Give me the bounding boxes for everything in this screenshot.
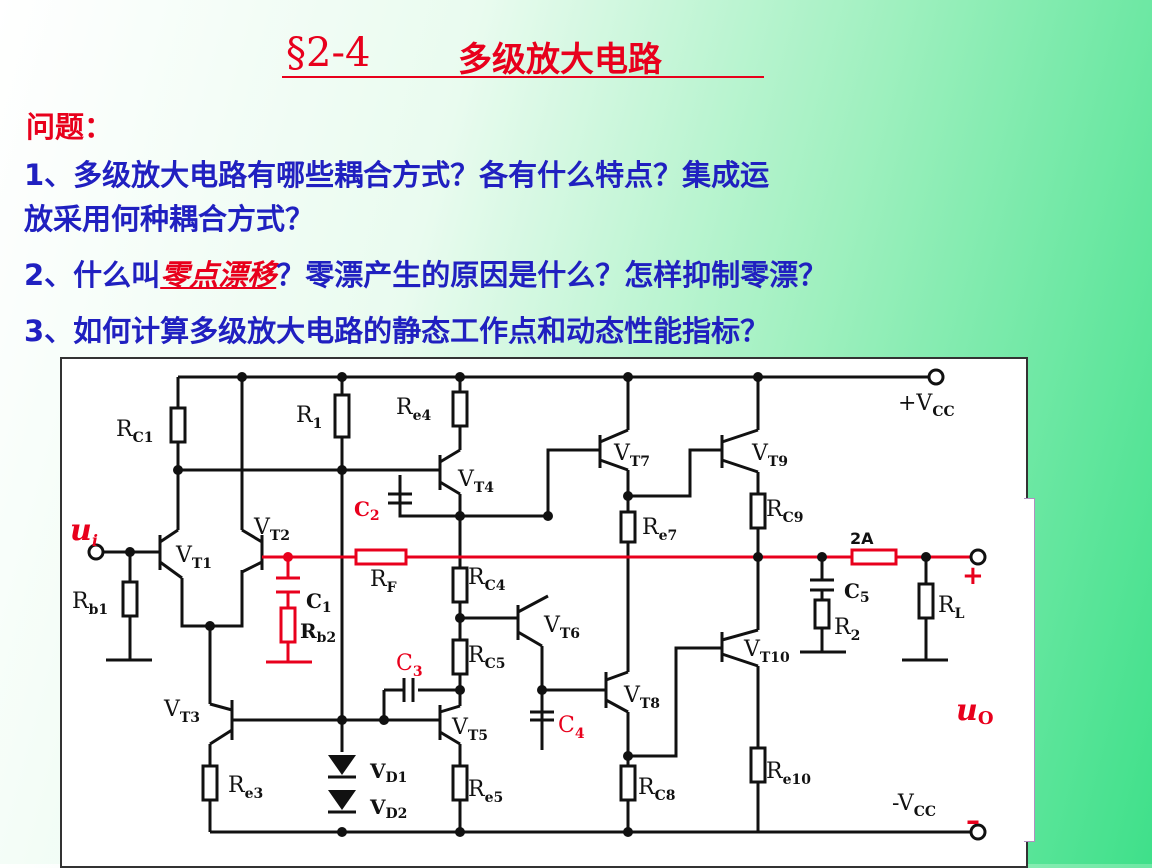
resistors	[121, 390, 935, 802]
c3-label: C3	[396, 651, 423, 680]
vt4-label: VT4	[457, 467, 494, 496]
rb2-label: Rb2	[300, 619, 336, 646]
circuit-panel	[60, 357, 1028, 868]
question-2: 2、什么叫零点漂移？零漂产生的原因是什么？怎样抑制零漂？	[24, 252, 827, 294]
re3-label: Re3	[228, 773, 263, 802]
zero-drift-term: 零点漂移	[160, 258, 277, 292]
questions-label: 问题：	[26, 110, 114, 144]
diodes	[328, 755, 356, 814]
rc8-label: RC8	[638, 775, 675, 804]
vcc-neg-label: -VCC	[892, 791, 936, 820]
wires	[106, 375, 948, 834]
side-panel	[1024, 498, 1035, 842]
output-label: uO	[956, 693, 994, 729]
vt2-label: VT2	[253, 515, 290, 544]
vcc-pos-label: +VCC	[898, 391, 955, 420]
vd1-label: VD1	[369, 759, 407, 786]
minus-sign: –	[966, 804, 980, 837]
vt7-label: VT7	[613, 441, 650, 470]
vt6-label: VT6	[543, 613, 580, 642]
question-1-line-1: 1、多级放大电路有哪些耦合方式？各有什么特点？集成运	[24, 158, 770, 192]
rf-label: RF	[370, 567, 397, 596]
re5-label: Re5	[468, 777, 503, 806]
re7-label: Re7	[642, 515, 677, 544]
vt9-label: VT9	[751, 441, 788, 470]
vt8-label: VT8	[623, 683, 660, 712]
vd2-label: VD2	[369, 795, 407, 822]
section-number: §2-4	[286, 30, 371, 76]
rb2-resistor	[279, 606, 297, 644]
question-2-prefix: 2、什么叫	[24, 258, 161, 292]
rc9-label: RC9	[766, 497, 803, 526]
rc5-label: RC5	[468, 643, 505, 672]
c2-label: C2	[354, 497, 380, 524]
c5-label: C5	[844, 579, 870, 606]
plus-sign: +	[962, 561, 984, 591]
c4-label: C4	[558, 713, 585, 742]
fuse-2a	[850, 548, 898, 566]
vt5-label: VT5	[451, 715, 488, 744]
c1-label: C1	[306, 589, 332, 616]
rl-label: RL	[938, 593, 965, 622]
r2-label: R2	[834, 615, 860, 644]
vt1-label: VT1	[175, 543, 212, 572]
input-label: ui	[70, 513, 98, 550]
page-title: 多级放大电路	[458, 40, 662, 80]
title-underline	[282, 76, 764, 78]
capacitors	[388, 492, 834, 722]
vt3-label: VT3	[163, 697, 200, 726]
rc1-label: RC1	[116, 417, 153, 446]
question-1-line-2: 放采用何种耦合方式？	[24, 202, 315, 236]
rc4-label: RC4	[468, 565, 506, 594]
junction-dots	[125, 372, 931, 837]
rf-resistor	[354, 548, 408, 566]
question-2-suffix: ？零漂产生的原因是什么？怎样抑制零漂？	[276, 258, 828, 292]
re10-label: Re10	[766, 759, 811, 788]
terminals	[87, 368, 987, 841]
feedback-path	[262, 555, 852, 664]
question-3: 3、如何计算多级放大电路的静态工作点和动态性能指标？	[24, 314, 770, 348]
re4-label: Re4	[396, 395, 431, 424]
r1-label: R1	[296, 403, 322, 432]
rb1-label: Rb1	[72, 589, 108, 618]
vt10-label: VT10	[743, 637, 790, 666]
fuse-label: 2A	[850, 529, 874, 548]
